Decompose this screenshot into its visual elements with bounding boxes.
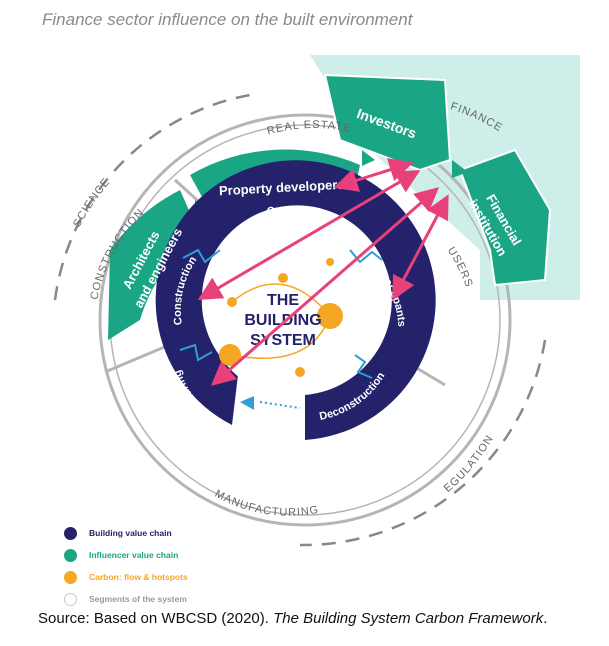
legend-item: Carbon: flow & hotspots bbox=[64, 568, 188, 586]
owners-label: Owners bbox=[266, 204, 310, 218]
carbon-flow-dot bbox=[326, 258, 334, 266]
legend-label: Carbon: flow & hotspots bbox=[89, 572, 188, 582]
flow-arrow-head bbox=[240, 396, 254, 410]
segments-ring-outer bbox=[98, 113, 512, 527]
investors-box[interactable] bbox=[323, 73, 452, 172]
center-line3: SYSTEM bbox=[250, 332, 316, 349]
carbon-flow-dot bbox=[278, 273, 288, 283]
legend-item: Building value chain bbox=[64, 524, 188, 542]
legend-item: Influencer value chain bbox=[64, 546, 188, 564]
legend-label: Influencer value chain bbox=[89, 550, 179, 560]
legend-swatch-icon bbox=[64, 570, 77, 584]
building-system-diagram: THE BUILDING SYSTEM Owners Occupants Dec… bbox=[0, 0, 580, 547]
legend-swatch-icon bbox=[64, 548, 77, 562]
regulations-dashed-arc bbox=[299, 339, 547, 547]
source-suffix: . bbox=[543, 610, 548, 627]
legend-swatch-icon bbox=[64, 526, 77, 540]
science-label: SCIENCE bbox=[71, 176, 113, 229]
center-line2: BUILDING bbox=[244, 312, 321, 329]
influence-arrow bbox=[392, 194, 449, 301]
center-line1: THE bbox=[267, 292, 299, 309]
source-work: The Building System Carbon Framework bbox=[273, 610, 544, 627]
legend-swatch-icon bbox=[64, 592, 77, 606]
legend-item: Segments of the system bbox=[64, 590, 188, 608]
science-dashed-arc bbox=[53, 93, 251, 301]
flow-zigzag bbox=[179, 343, 213, 362]
flow-arrow bbox=[259, 401, 301, 409]
financial-institution-box[interactable] bbox=[458, 148, 552, 287]
page-title: Finance sector influence on the built en… bbox=[42, 10, 413, 29]
source-prefix: Source: Based on WBCSD (2020). bbox=[38, 610, 274, 627]
users-segment-label: USERS bbox=[445, 245, 475, 289]
finance-flow-triangle bbox=[452, 160, 468, 178]
source-caption: Source: Based on WBCSD (2020). The Build… bbox=[38, 610, 547, 627]
legend-label: Segments of the system bbox=[89, 594, 187, 604]
manufacturing-segment-label: MANUFACTURING bbox=[213, 488, 320, 519]
legend-label: Building value chain bbox=[89, 528, 172, 538]
carbon-flow-dot bbox=[295, 367, 305, 377]
